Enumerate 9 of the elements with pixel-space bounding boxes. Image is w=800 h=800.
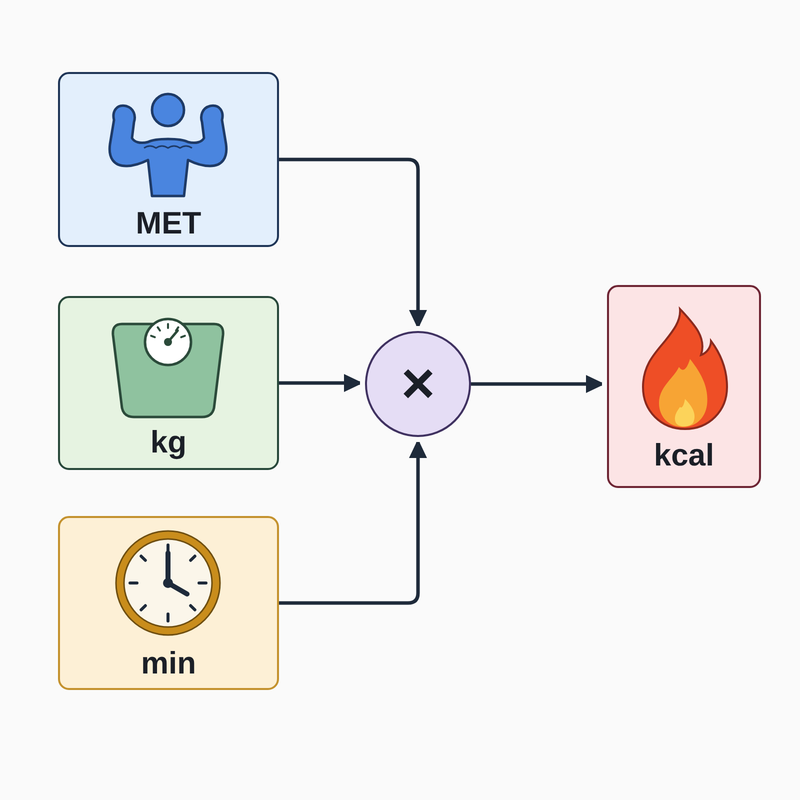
unit-card xyxy=(58,296,279,470)
unit-card xyxy=(607,285,761,488)
unit-card xyxy=(58,516,279,690)
unit-label: MET xyxy=(136,207,202,238)
unit-label: min xyxy=(140,647,196,678)
multiply-symbol: × xyxy=(401,355,435,413)
unit-label: kg xyxy=(150,426,187,458)
unit-card xyxy=(58,72,279,247)
unit-label: kcal xyxy=(654,439,714,470)
